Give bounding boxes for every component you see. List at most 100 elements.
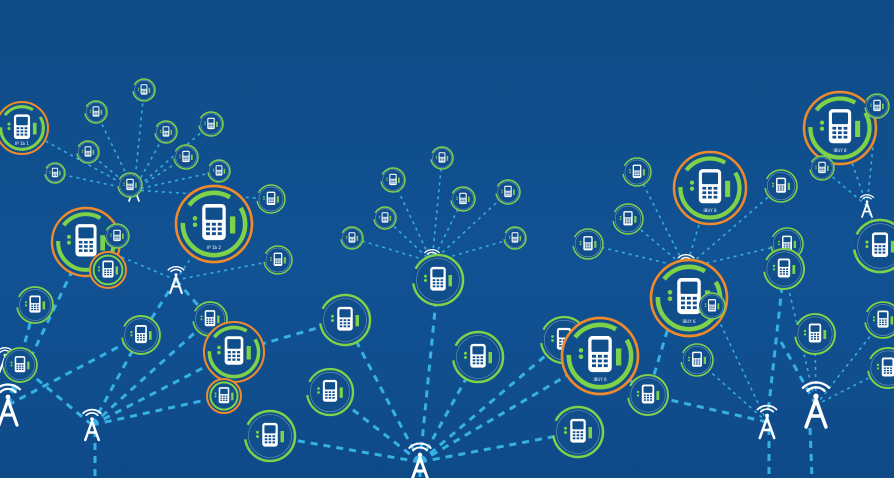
phone-icon	[641, 384, 655, 404]
device-node	[627, 374, 669, 416]
device-node	[89, 251, 127, 289]
phone-icon	[92, 106, 100, 117]
phone-icon	[877, 310, 889, 328]
device-node	[612, 203, 644, 235]
device-nodes: IP 1b 1 IP 1b 2 IBUY 6 IBUY 8 IBUY 6 IBUY 8	[0, 78, 894, 463]
device-node	[340, 226, 364, 250]
phone-icon	[782, 235, 792, 251]
device-node	[44, 162, 66, 184]
device-node	[680, 343, 714, 377]
device-node	[206, 378, 242, 414]
device-node	[305, 367, 355, 417]
phone-icon	[588, 336, 612, 373]
device-node	[794, 313, 836, 355]
phone-icon	[698, 169, 722, 204]
phone-icon	[459, 192, 467, 205]
device-node	[76, 140, 100, 164]
node-label: IP 1b 2	[207, 245, 221, 250]
phone-icon	[818, 161, 826, 174]
phone-icon	[430, 266, 446, 291]
device-node	[503, 226, 527, 250]
node-label: IBUY 6	[682, 319, 696, 324]
phone-icon	[881, 357, 894, 377]
phone-icon	[504, 185, 512, 198]
phone-icon	[273, 252, 283, 266]
device-node	[763, 248, 805, 290]
node-label: IP 1b 1	[15, 141, 29, 146]
device-node	[373, 206, 397, 230]
device-node: IBUY 8	[672, 150, 748, 226]
cell-tower-icon	[859, 194, 875, 218]
phone-icon	[202, 204, 226, 241]
device-node	[173, 144, 199, 170]
phone-icon	[583, 236, 593, 251]
phone-icon	[623, 211, 633, 226]
device-node	[495, 179, 521, 205]
phone-icon	[707, 299, 717, 312]
phone-icon	[14, 356, 26, 373]
phone-icon	[215, 165, 223, 176]
phone-icon	[84, 146, 92, 157]
device-node	[198, 111, 224, 137]
device-node	[864, 93, 890, 119]
phone-icon	[29, 295, 41, 313]
phone-icon	[348, 232, 356, 243]
device-node	[2, 347, 38, 383]
device-node	[572, 228, 604, 260]
phone-icon	[871, 232, 889, 258]
device-node	[764, 169, 798, 203]
device-node	[256, 184, 286, 214]
cell-tower-icon	[408, 442, 432, 478]
phone-icon	[438, 152, 446, 163]
device-node	[622, 157, 652, 187]
node-label: IBUY 8	[703, 208, 717, 213]
device-node: IBUY 8	[802, 90, 878, 166]
phone-icon	[470, 343, 486, 368]
device-node	[411, 253, 465, 307]
phone-icon	[337, 306, 353, 331]
device-node	[16, 286, 54, 324]
device-node: IP 1b 1	[0, 101, 49, 155]
device-node	[263, 245, 293, 275]
device-node	[84, 100, 108, 124]
phone-icon	[218, 387, 230, 404]
device-node	[154, 120, 178, 144]
phone-icon	[828, 109, 852, 144]
device-node	[207, 159, 231, 183]
device-node	[852, 218, 894, 274]
device-node: IBUY 6	[560, 316, 640, 396]
phone-icon	[102, 260, 114, 278]
phone-icon	[776, 177, 786, 193]
phone-icon	[224, 336, 244, 365]
phone-icon	[262, 422, 278, 447]
device-node	[380, 167, 406, 193]
device-node	[809, 155, 835, 181]
device-node	[551, 405, 605, 459]
device-node	[864, 301, 894, 339]
device-node	[450, 186, 476, 212]
phone-icon	[808, 323, 822, 343]
phone-icon	[266, 191, 276, 205]
phone-icon	[322, 379, 338, 402]
device-node: IP 1b 2	[174, 184, 254, 264]
phone-icon	[75, 224, 97, 257]
device-node	[243, 409, 297, 463]
phone-icon	[632, 164, 642, 178]
phone-icon	[51, 167, 59, 178]
phone-icon	[389, 173, 397, 186]
phone-icon	[570, 418, 586, 443]
device-node	[117, 172, 143, 198]
phone-icon	[207, 117, 215, 130]
device-node	[202, 320, 266, 384]
cell-tower-icon	[0, 383, 22, 427]
phone-icon	[511, 232, 519, 243]
cell-tower-icon	[167, 266, 185, 295]
device-node	[104, 223, 130, 249]
phone-icon	[162, 126, 170, 137]
phone-icon	[204, 310, 216, 327]
cell-towers	[0, 178, 875, 478]
phone-icon	[677, 278, 701, 315]
phone-icon	[140, 84, 148, 95]
phone-icon	[135, 325, 147, 344]
